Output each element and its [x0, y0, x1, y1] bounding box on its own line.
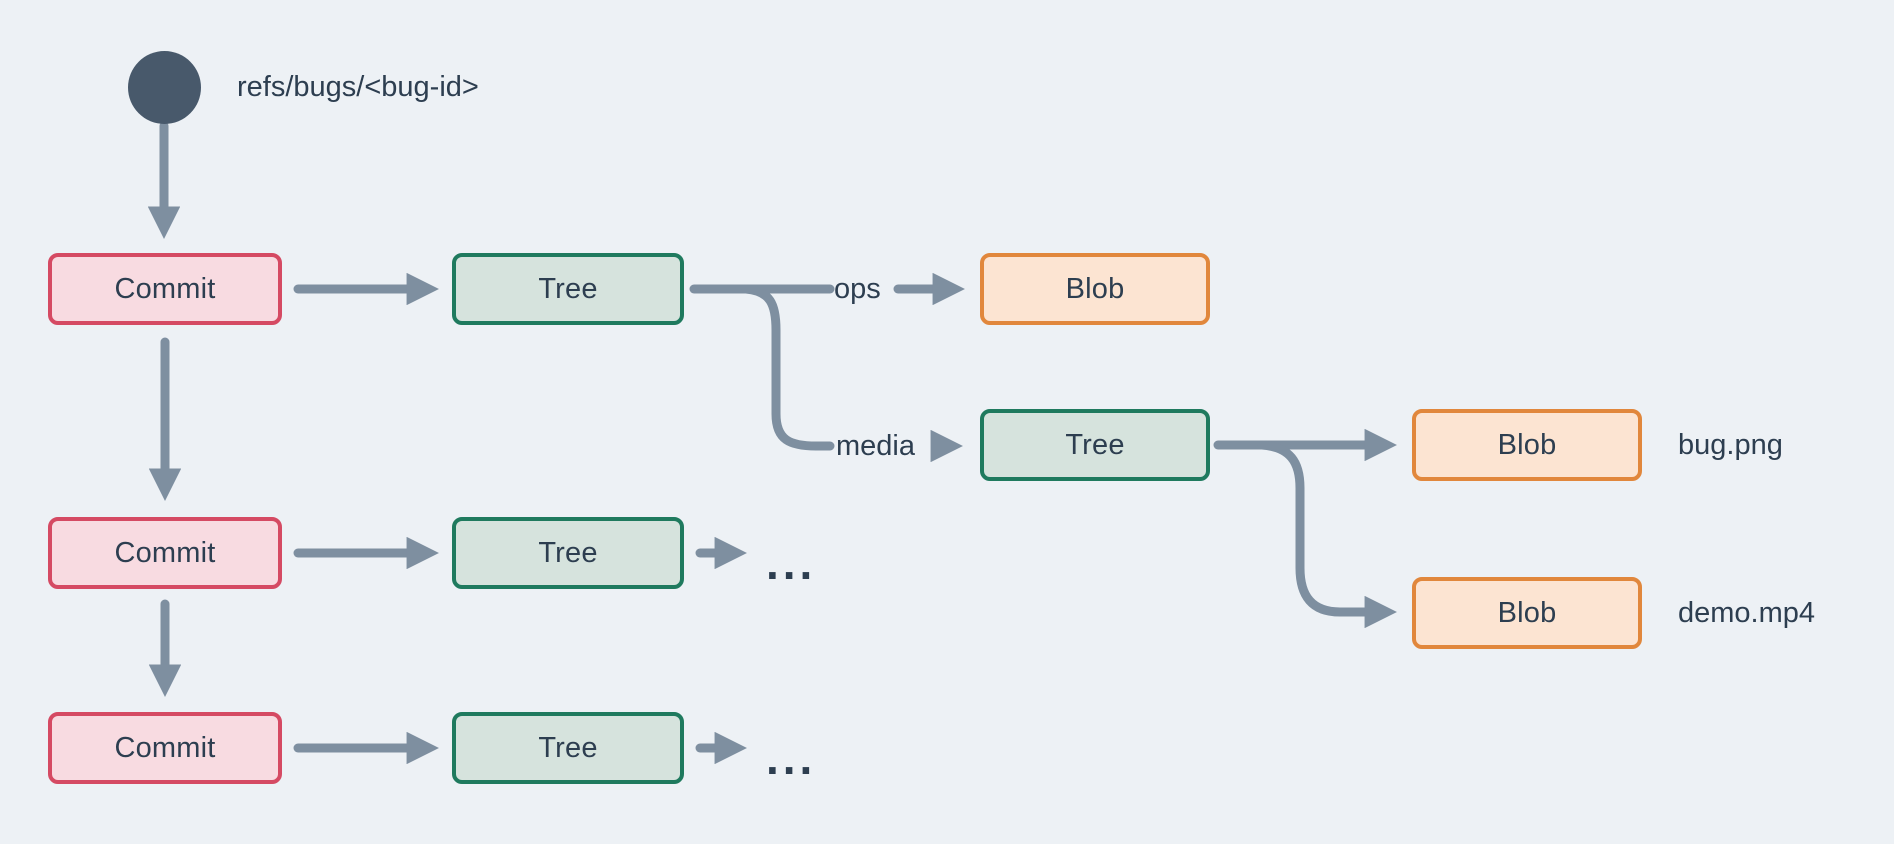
ellipsis-row2: ... [766, 537, 817, 589]
edge-label-media: media [836, 430, 915, 462]
tree-node-3: Tree [452, 712, 684, 784]
ref-label: refs/bugs/<bug-id> [237, 71, 479, 103]
file-label-demo: demo.mp4 [1678, 597, 1816, 629]
blob-node-demo: Blob [1412, 577, 1642, 649]
edge-tree1-branch-media [741, 284, 835, 451]
commit-node-1: Commit [48, 253, 282, 325]
edge-label-ops: ops [834, 273, 881, 305]
commit-node-3: Commit [48, 712, 282, 784]
tree-node-2: Tree [452, 517, 684, 589]
tree-node-media: Tree [980, 409, 1210, 481]
blob-node-bug: Blob [1412, 409, 1642, 481]
ellipsis-row3: ... [766, 732, 817, 784]
ref-circle [128, 51, 201, 124]
file-label-bug: bug.png [1678, 429, 1783, 461]
tree-node-1: Tree [452, 253, 684, 325]
edge-treemedia-to-blobdemo [1257, 440, 1397, 629]
blob-node-ops: Blob [980, 253, 1210, 325]
commit-node-2: Commit [48, 517, 282, 589]
